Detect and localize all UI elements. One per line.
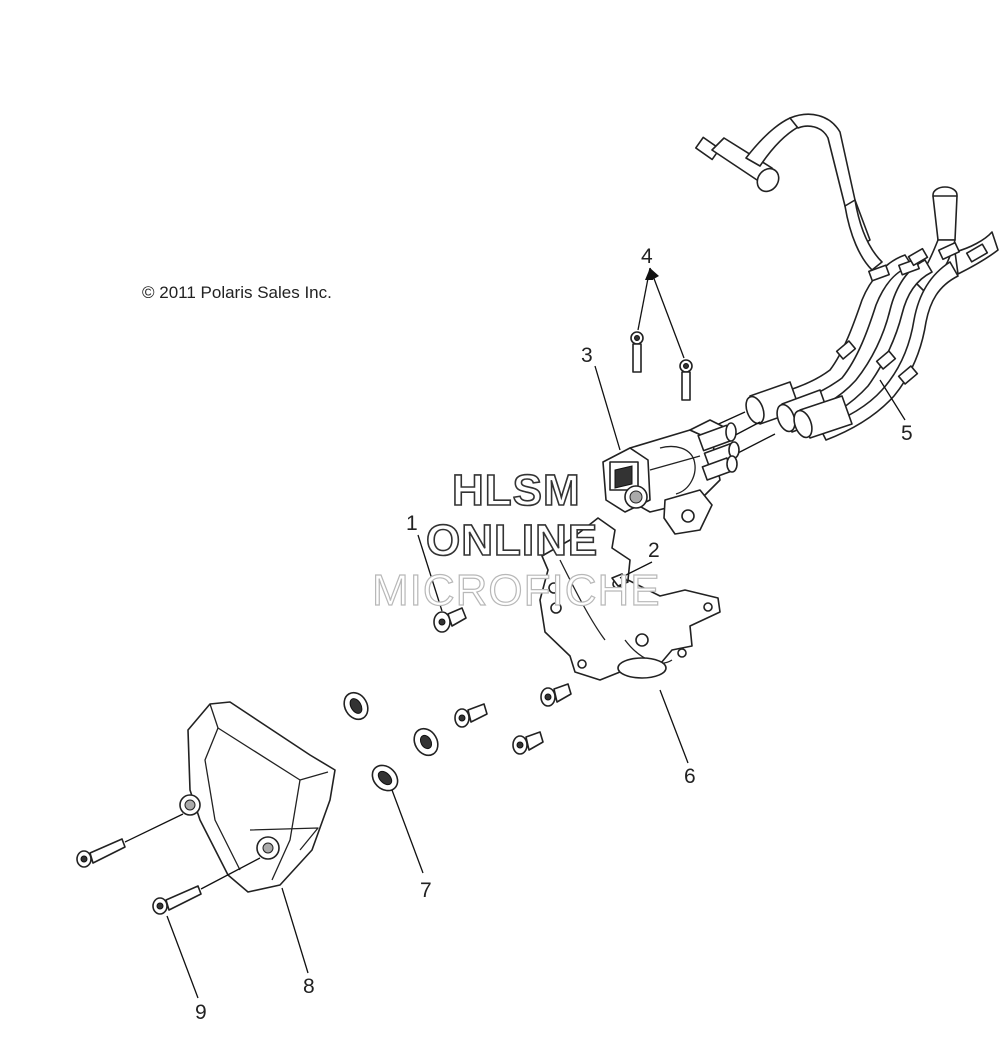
callout-3: 3 — [581, 344, 593, 367]
grommet-upper — [343, 691, 369, 721]
valve-cover — [179, 701, 336, 893]
watermark-line-1: HLSM — [451, 465, 581, 516]
callout-8: 8 — [303, 975, 315, 998]
leader-lines — [166, 267, 906, 999]
watermark-line-2: ONLINE — [425, 515, 599, 566]
flange-bolt — [433, 607, 467, 633]
nut — [611, 573, 629, 587]
watermark-line-3: MICROFICHE — [371, 565, 661, 615]
hose-assembly — [694, 113, 999, 441]
grommet-middle — [413, 727, 439, 757]
cover-screws — [76, 813, 261, 915]
grommet-lower — [371, 764, 399, 792]
bolt-b — [540, 683, 572, 707]
screw-pair-upper — [630, 331, 693, 401]
callout-7: 7 — [420, 879, 432, 902]
bolt-c — [512, 731, 544, 755]
callout-9: 9 — [195, 1001, 207, 1024]
callout-5: 5 — [901, 422, 913, 445]
valve-assembly — [602, 419, 740, 535]
callout-4: 4 — [641, 245, 653, 268]
callout-numbers: 1 2 3 4 5 6 7 8 9 — [195, 245, 913, 1024]
callout-6: 6 — [684, 765, 696, 788]
lower-fasteners — [343, 683, 572, 792]
copyright-notice: © 2011 Polaris Sales Inc. — [142, 283, 332, 302]
callout-2: 2 — [648, 539, 660, 562]
bolt-a — [454, 703, 488, 728]
callout-1: 1 — [406, 512, 418, 535]
